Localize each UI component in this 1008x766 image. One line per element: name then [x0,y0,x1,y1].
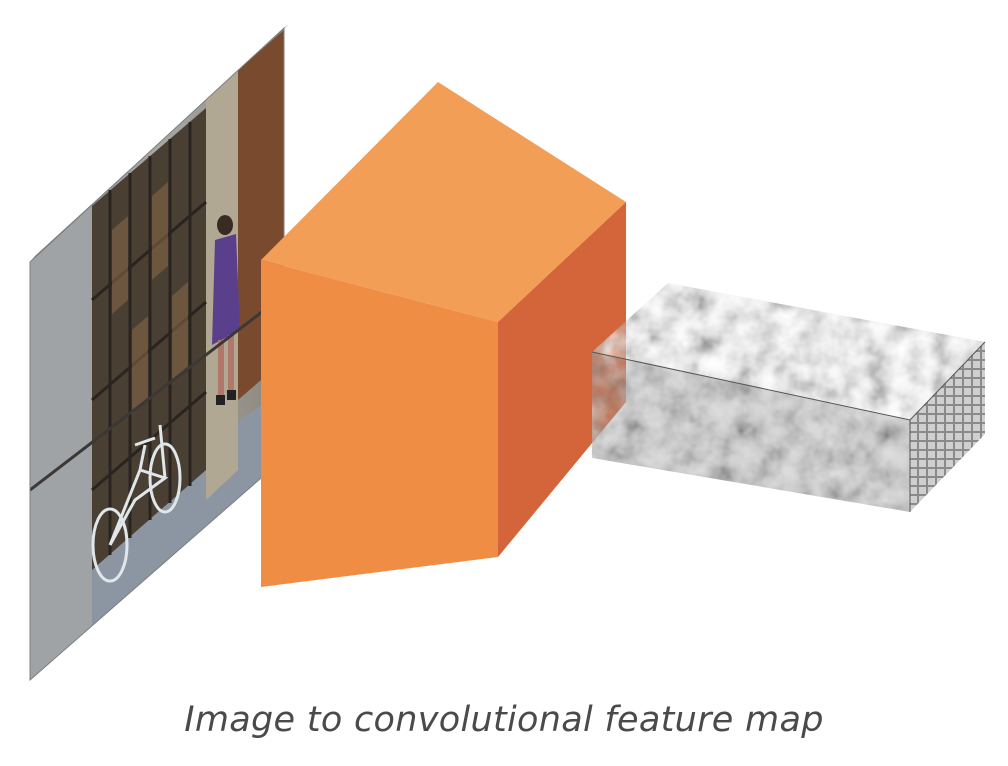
input-image [29,24,289,682]
feature-map [591,283,986,512]
photo-window-panes [112,182,188,414]
conv-prism-top [261,82,626,322]
photo-railing [30,293,284,492]
conv-prism-front [261,260,498,587]
feature-map-side [910,342,985,512]
convolution-prism [261,82,626,587]
photo-woman [212,215,240,405]
figure-caption: Image to convolutional feature map [184,700,824,740]
conv-prism-side [498,202,626,557]
photo-pillar [30,206,92,680]
photo-bicycle [91,424,182,583]
diagram [29,24,986,682]
